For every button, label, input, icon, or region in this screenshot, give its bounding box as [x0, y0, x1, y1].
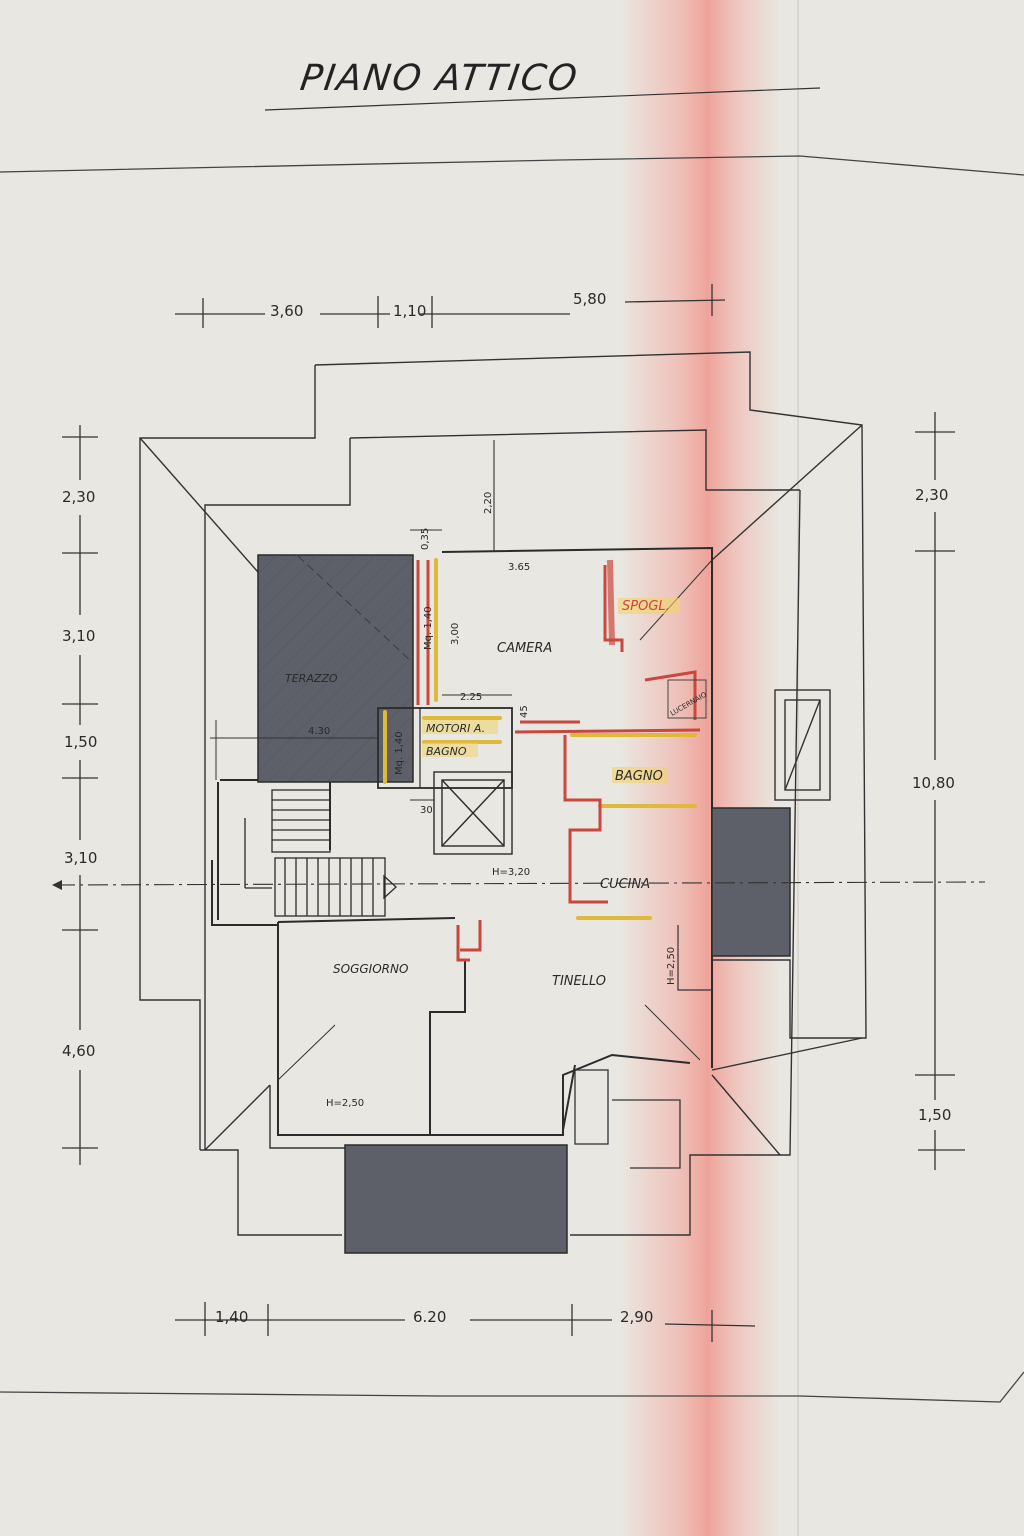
dim-3-00: 3,00 [450, 623, 461, 645]
yellow-partitions [383, 558, 697, 920]
dim-top-1: 3,60 [270, 302, 303, 320]
motori-highlight [422, 720, 498, 734]
dim-left-1: 2,30 [62, 488, 95, 506]
dim-right-1: 2,30 [915, 486, 948, 504]
height-3-20: H=3,20 [492, 867, 530, 878]
top-dimension-chain [175, 284, 726, 328]
dim-2-25: 2.25 [460, 692, 482, 703]
dim-left-4: 3,10 [64, 849, 97, 867]
dim-bottom-3: 2,90 [620, 1308, 653, 1326]
room-bagno-small: BAGNO [426, 745, 467, 758]
staircase [244, 789, 386, 917]
height-2-50-tinello: H=2,50 [666, 947, 677, 985]
sheet-frame-bottom [0, 1371, 1024, 1403]
dim-mq-1-40-top: Mq. 1,40 [423, 606, 434, 650]
spogliatoio-highlight [618, 598, 680, 614]
side-balcony [711, 807, 791, 957]
exterior-shaft [774, 689, 831, 801]
terrace-hatch [258, 555, 413, 782]
dim-3-65: 3.65 [508, 562, 530, 573]
front-balcony [344, 1144, 568, 1254]
room-spogliatoio: SPOGL. [622, 599, 670, 614]
dim-left-5: 4,60 [62, 1042, 95, 1060]
dim-bottom-2: 6.20 [413, 1308, 446, 1326]
section-arrow-icon [52, 880, 62, 890]
room-bagno: BAGNO [615, 769, 663, 784]
sheet-frame-top [0, 155, 1024, 176]
stair-direction-arrow-icon [383, 874, 397, 900]
title-underline [264, 87, 821, 111]
room-tinello: TINELLO [552, 974, 606, 989]
dim-top-2: 1,10 [393, 302, 426, 320]
dim-30: 30 [420, 805, 433, 816]
dim-left-3: 1,50 [64, 733, 97, 751]
bagno-small-highlight [422, 743, 478, 757]
roof-outline [139, 351, 867, 1236]
dim-mq-1-40-mid: Mq. 1,40 [394, 731, 405, 775]
dim-right-2: 10,80 [912, 774, 955, 792]
height-2-50-soggiorno: H=2,50 [326, 1098, 364, 1109]
dim-0-35: 0,35 [420, 528, 431, 550]
inner-dimension-lines [210, 440, 512, 801]
bottom-dimension-chain [175, 1302, 756, 1342]
motori-room-walls [377, 707, 513, 789]
room-soggiorno: SOGGIORNO [333, 962, 408, 976]
elevator-cross-icon [433, 771, 513, 855]
skylight [667, 679, 707, 719]
balcony-rail-right [574, 1069, 681, 1169]
spogliatoio-wall-hatch [607, 559, 615, 646]
left-dimension-chain [62, 425, 98, 1165]
room-camera: CAMERA [497, 641, 552, 656]
dim-left-2: 3,10 [62, 627, 95, 645]
dim-2-20: 2,20 [483, 492, 494, 514]
bagno-highlight [612, 767, 668, 783]
dim-4-30: 4.30 [308, 726, 330, 737]
dim-right-3: 1,50 [918, 1106, 951, 1124]
dim-45: 45 [519, 705, 530, 718]
room-motori: MOTORI A. [426, 722, 485, 735]
tinello-niche [677, 925, 712, 991]
plan-title: PIANO ATTICO [297, 58, 582, 99]
room-cucina: CUCINA [600, 877, 650, 892]
dim-bottom-1: 1,40 [215, 1308, 248, 1326]
right-dimension-chain [915, 412, 965, 1170]
interior-walls [211, 546, 713, 1136]
section-axis [54, 881, 986, 886]
dim-top-3: 5,80 [573, 290, 606, 308]
room-terrazzo: TERAZZO [285, 672, 338, 685]
